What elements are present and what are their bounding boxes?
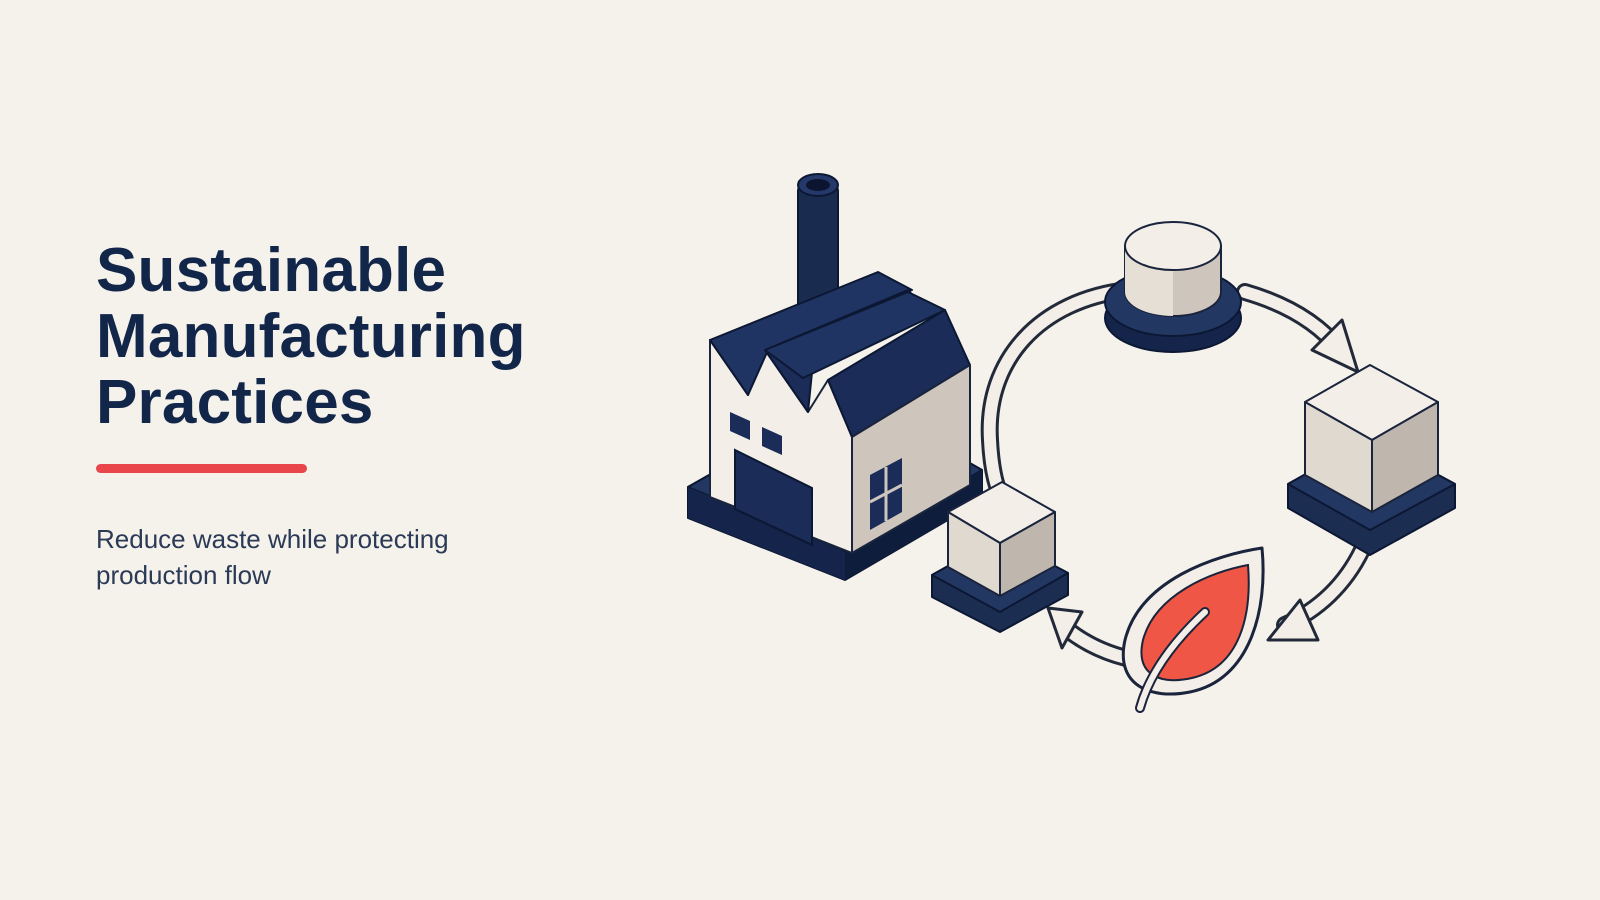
sustainability-illustration	[687, 173, 1456, 713]
factory-icon	[687, 173, 983, 581]
accent-divider	[96, 464, 307, 473]
title-line-2: Manufacturing	[96, 302, 526, 371]
slide-subtitle: Reduce waste while protecting production…	[96, 524, 449, 590]
leaf-icon	[1121, 546, 1265, 713]
cylinder-icon	[1104, 221, 1242, 353]
title-line-1: Sustainable	[96, 236, 447, 305]
title-line-3: Practices	[96, 368, 374, 437]
cube-icon	[1287, 364, 1456, 556]
material-block-icon	[931, 481, 1069, 633]
slide-title: Sustainable Manufacturing Practices	[96, 238, 656, 436]
